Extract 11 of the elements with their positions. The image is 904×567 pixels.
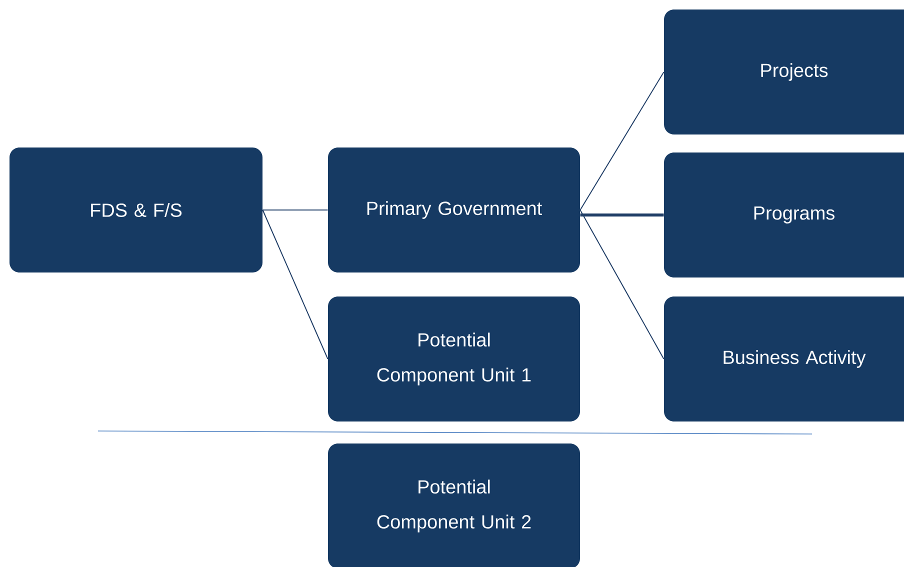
connector-line	[580, 214, 664, 216]
connector-line	[580, 210, 664, 360]
process-box: Primary Government	[328, 148, 580, 272]
process-box: FDS & F/S	[10, 148, 262, 272]
process-box: Business Activity	[664, 296, 904, 422]
connector-line	[262, 210, 328, 360]
process-box: Potential Component Unit 2	[328, 444, 580, 567]
connector-line	[580, 72, 664, 210]
process-box: Programs	[664, 152, 904, 278]
process-box: Projects	[664, 10, 904, 134]
process-box: Potential Component Unit 1	[328, 296, 580, 422]
